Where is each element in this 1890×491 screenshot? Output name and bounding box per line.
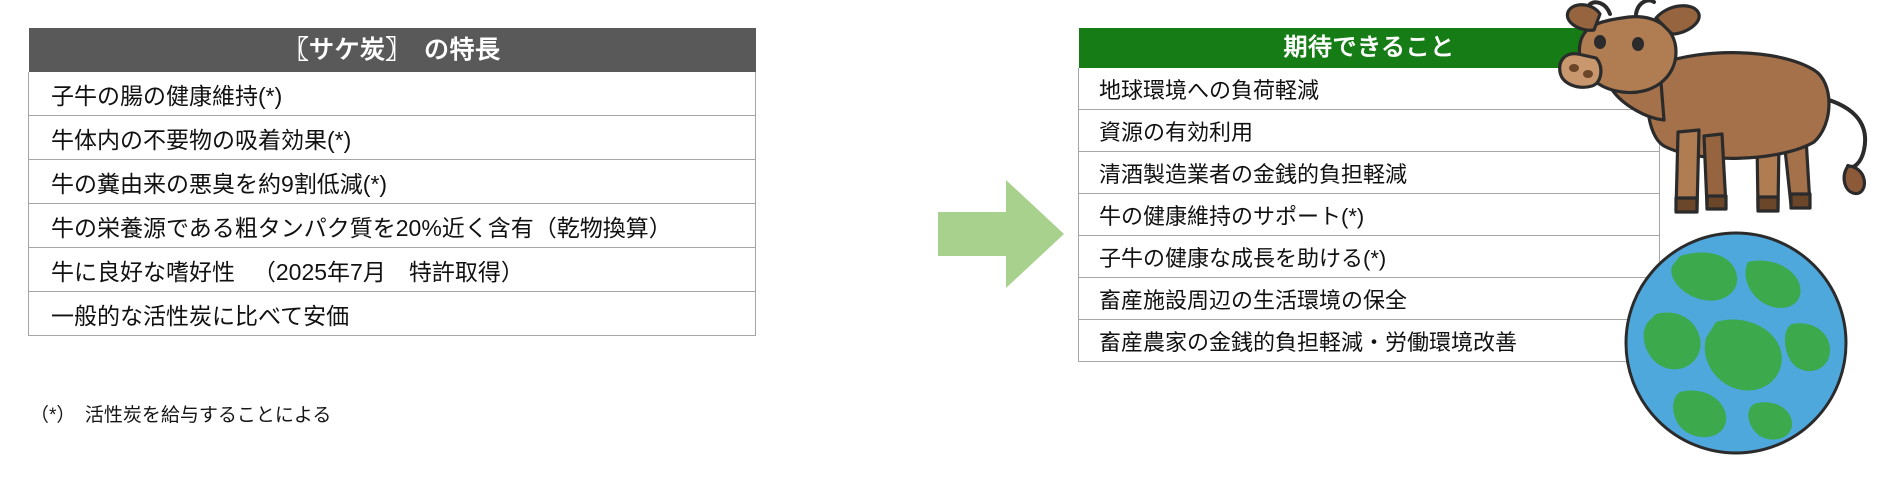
table-row: 畜産農家の金銭的負担軽減・労働環境改善 — [1078, 319, 1660, 362]
features-table-header: 〖サケ炭〗 の特長 — [28, 28, 756, 72]
benefits-table-panel: 期待できること 地球環境への負荷軽減 資源の有効利用 清酒製造業者の金銭的負担軽… — [1078, 28, 1660, 362]
cow-illustration — [1552, 0, 1890, 235]
table-row: 牛に良好な嗜好性 （2025年7月 特許取得） — [28, 247, 756, 292]
table-row: 資源の有効利用 — [1078, 109, 1660, 152]
features-row-6: 一般的な活性炭に比べて安価 — [28, 291, 756, 336]
benefits-table-header: 期待できること — [1078, 28, 1660, 68]
table-row: 牛体内の不要物の吸着効果(*) — [28, 115, 756, 160]
table-row: 子牛の健康な成長を助ける(*) — [1078, 235, 1660, 278]
table-row: 牛の糞由来の悪臭を約9割低減(*) — [28, 159, 756, 204]
table-row: 子牛の腸の健康維持(*) — [28, 72, 756, 116]
table-row: 地球環境への負荷軽減 — [1078, 68, 1660, 110]
table-row: 清酒製造業者の金銭的負担軽減 — [1078, 151, 1660, 194]
features-row-2: 牛体内の不要物の吸着効果(*) — [28, 115, 756, 160]
benefits-table: 期待できること 地球環境への負荷軽減 資源の有効利用 清酒製造業者の金銭的負担軽… — [1078, 28, 1660, 362]
benefits-row-6: 畜産施設周辺の生活環境の保全 — [1078, 277, 1660, 320]
benefits-row-7: 畜産農家の金銭的負担軽減・労働環境改善 — [1078, 319, 1660, 362]
benefits-row-3: 清酒製造業者の金銭的負担軽減 — [1078, 151, 1660, 194]
features-table: 〖サケ炭〗 の特長 子牛の腸の健康維持(*) 牛体内の不要物の吸着効果(*) 牛… — [28, 28, 756, 336]
benefits-row-2: 資源の有効利用 — [1078, 109, 1660, 152]
features-row-1: 子牛の腸の健康維持(*) — [28, 72, 756, 116]
features-row-3: 牛の糞由来の悪臭を約9割低減(*) — [28, 159, 756, 204]
table-header-row: 〖サケ炭〗 の特長 — [28, 28, 756, 72]
table-header-row: 期待できること — [1078, 28, 1660, 68]
table-row: 牛の栄養源である粗タンパク質を20%近く含有（乾物換算） — [28, 203, 756, 248]
arrow-right-icon — [938, 178, 1064, 290]
benefits-row-4: 牛の健康維持のサポート(*) — [1078, 193, 1660, 236]
benefits-row-1: 地球環境への負荷軽減 — [1078, 68, 1660, 110]
features-row-4: 牛の栄養源である粗タンパク質を20%近く含有（乾物換算） — [28, 203, 756, 248]
table-row: 牛の健康維持のサポート(*) — [1078, 193, 1660, 236]
features-row-5: 牛に良好な嗜好性 （2025年7月 特許取得） — [28, 247, 756, 292]
earth-globe-illustration — [1620, 228, 1852, 458]
table-row: 一般的な活性炭に比べて安価 — [28, 291, 756, 336]
features-table-panel: 〖サケ炭〗 の特長 子牛の腸の健康維持(*) 牛体内の不要物の吸着効果(*) 牛… — [28, 28, 756, 336]
features-footnote: （*） 活性炭を給与することによる — [30, 405, 332, 426]
benefits-row-5: 子牛の健康な成長を助ける(*) — [1078, 235, 1660, 278]
table-row: 畜産施設周辺の生活環境の保全 — [1078, 277, 1660, 320]
